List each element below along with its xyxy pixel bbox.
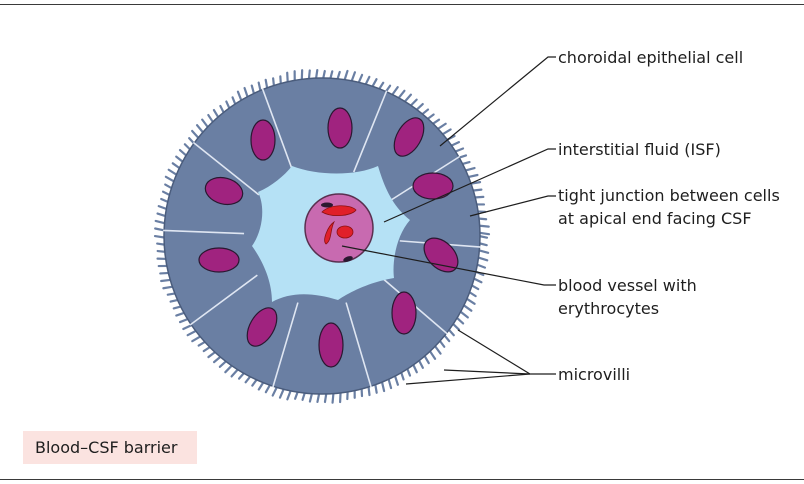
bottom-rule	[0, 479, 804, 480]
figure-caption: Blood–CSF barrier	[35, 438, 177, 457]
label-tight-junction-line2: at apical end facing CSF	[558, 209, 752, 228]
cell-nucleus	[199, 248, 239, 272]
cell-nucleus	[328, 108, 352, 148]
label-microvilli: microvilli	[558, 365, 630, 384]
leader-line-microvilli-2	[444, 370, 530, 374]
leader-line-microvilli-3	[406, 374, 530, 384]
label-tight-junction-line1: tight junction between cells	[558, 186, 780, 205]
cell-nucleus	[319, 323, 343, 367]
label-blood-vessel-line2: erythrocytes	[558, 299, 659, 318]
label-interstitial-fluid: interstitial fluid (ISF)	[558, 140, 721, 159]
cell-nucleus	[251, 120, 275, 160]
endothelial-nucleus	[321, 203, 333, 208]
leader-line-tight-junction	[470, 196, 556, 216]
erythrocyte	[337, 226, 353, 238]
cell-nucleus	[392, 292, 416, 334]
cell-nucleus	[413, 173, 453, 199]
label-choroidal-epithelial-cell: choroidal epithelial cell	[558, 48, 743, 67]
leader-line-microvilli-1	[458, 330, 556, 374]
label-blood-vessel-line1: blood vessel with	[558, 276, 697, 295]
leader-line-choroidal	[440, 57, 556, 146]
